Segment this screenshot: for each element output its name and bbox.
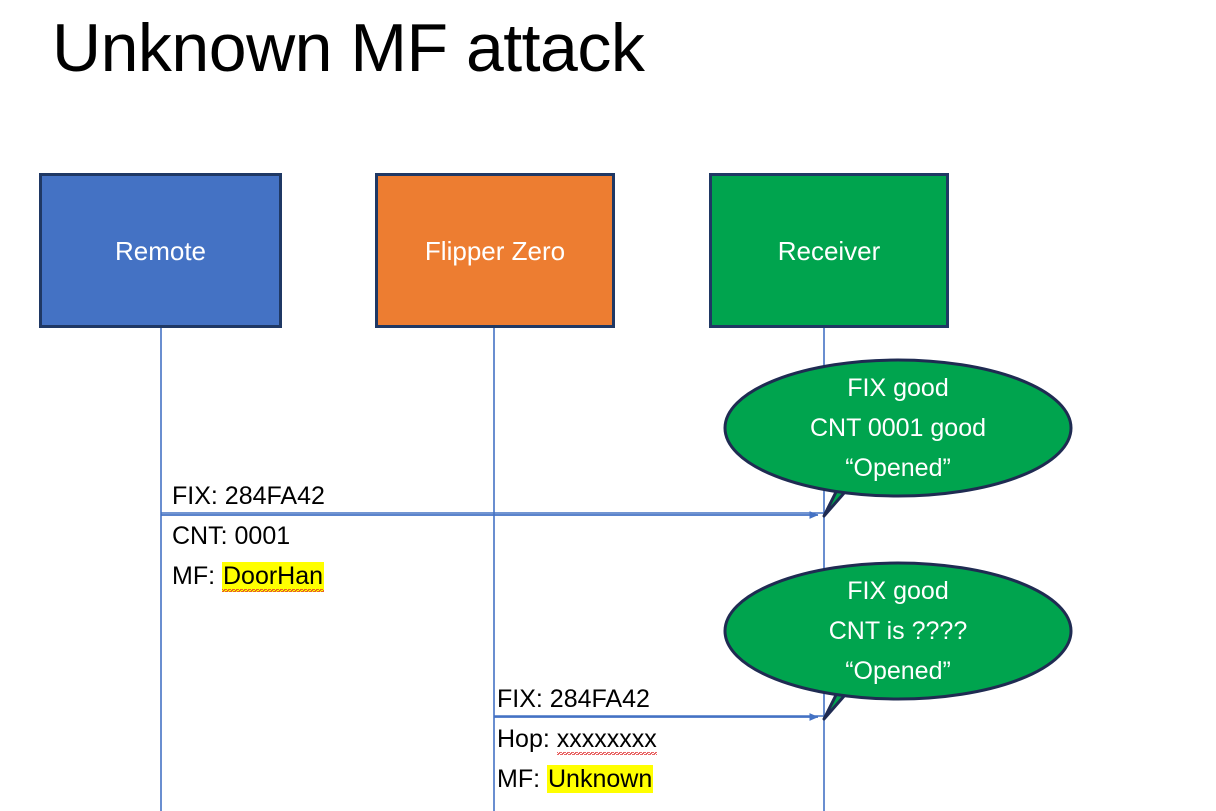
message-2-line-2-label: Hop: [497, 725, 550, 753]
message-1-line-1-label: FIX: [172, 482, 218, 510]
message-1-line-2-value: 0001 [234, 522, 291, 550]
message-1-line-3: MF: DoorHan [172, 556, 325, 596]
page-title: Unknown MF attack [52, 10, 645, 86]
actor-label-flipper: Flipper Zero [424, 235, 566, 266]
message-2-line-3-value: Unknown [547, 765, 654, 793]
callout-2-shape [723, 561, 1073, 721]
message-1-line-2: CNT: 0001 [172, 516, 325, 556]
message-1-line-3-value: DoorHan [223, 562, 324, 590]
message-2-line-2-value: xxxxxxxx [556, 725, 657, 755]
message-1-line-2-label: CNT: [172, 522, 228, 550]
message-1-line-3-label: MF: [172, 562, 216, 590]
message-2-line-2: Hop: xxxxxxxx [497, 719, 657, 759]
actor-box-remote[interactable]: Remote [39, 173, 282, 328]
message-1-line-1-value: 284FA42 [224, 482, 325, 510]
message-2-line-3-label: MF: [497, 765, 541, 793]
message-2-line-1-value: 284FA42 [549, 685, 650, 713]
actor-label-remote: Remote [114, 235, 207, 266]
message-1-line-1: FIX: 284FA42 [172, 476, 325, 516]
message-2-line-1: FIX: 284FA42 [497, 679, 657, 719]
message-2-label-block: FIX: 284FA42 Hop: xxxxxxxx MF: Unknown [497, 679, 657, 799]
callout-1-shape [723, 358, 1073, 518]
actor-label-receiver: Receiver [777, 235, 881, 266]
message-1-label-block: FIX: 284FA42 CNT: 0001 MF: DoorHan [172, 476, 325, 596]
message-2-line-3: MF: Unknown [497, 759, 657, 799]
message-2-line-1-label: FIX: [497, 685, 543, 713]
actor-box-receiver[interactable]: Receiver [709, 173, 949, 328]
actor-box-flipper[interactable]: Flipper Zero [375, 173, 615, 328]
